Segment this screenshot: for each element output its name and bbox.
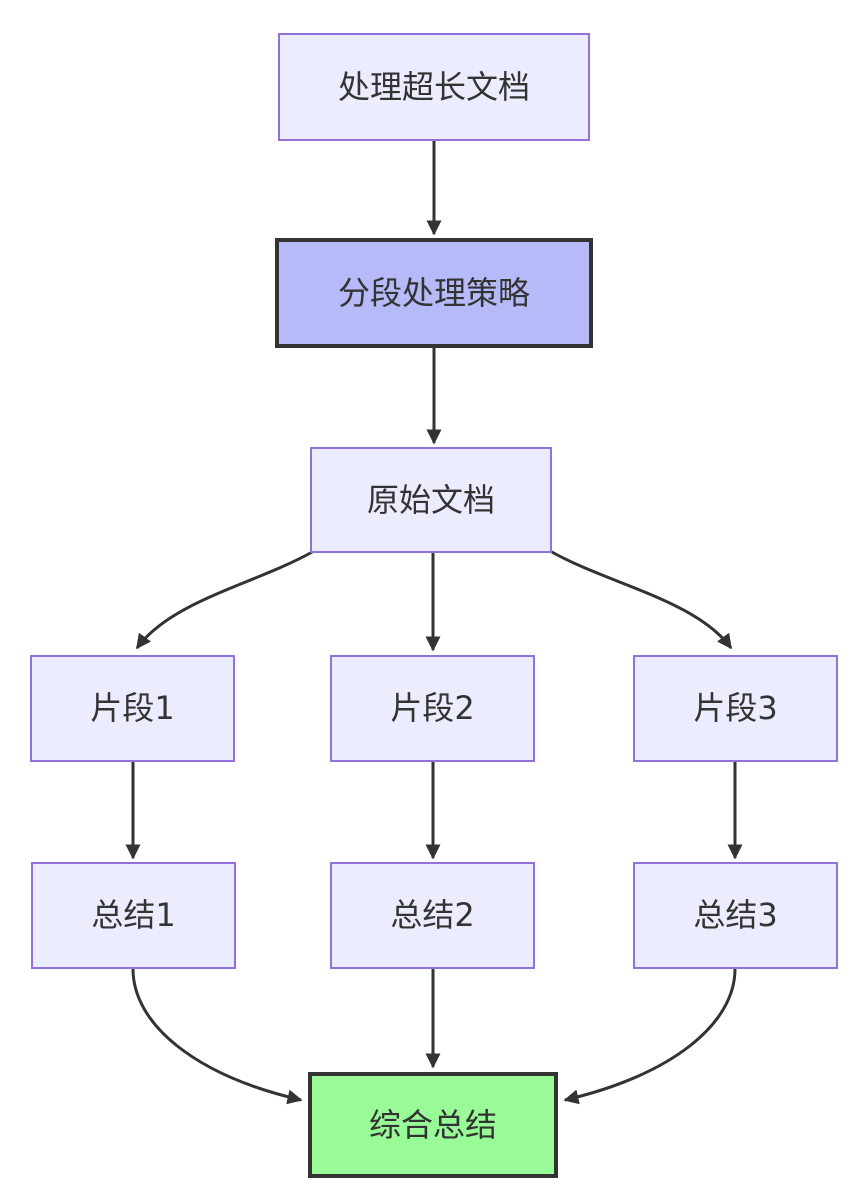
node-sum2: 总结2 [330, 862, 535, 969]
node-doc-label: 处理超长文档 [337, 67, 530, 106]
node-doc: 处理超长文档 [278, 33, 590, 141]
node-frag2: 片段2 [330, 655, 535, 762]
node-sum1-label: 总结1 [91, 896, 176, 935]
node-final-label: 综合总结 [368, 1105, 497, 1144]
node-frag1-label: 片段1 [90, 689, 175, 728]
node-original: 原始文档 [310, 447, 552, 553]
edge-sum3-final [563, 968, 737, 1105]
node-strategy-label: 分段处理策略 [337, 273, 530, 312]
node-frag3-label: 片段3 [693, 689, 778, 728]
edge-sum1-final [131, 968, 303, 1105]
node-frag3: 片段3 [633, 655, 838, 762]
node-sum2-label: 总结2 [390, 896, 475, 935]
node-sum3-label: 总结3 [693, 896, 778, 935]
node-sum1: 总结1 [31, 862, 236, 969]
node-sum3: 总结3 [633, 862, 838, 969]
edge-original-frag3 [549, 549, 733, 650]
node-strategy: 分段处理策略 [275, 238, 593, 348]
node-frag2-label: 片段2 [390, 689, 475, 728]
node-original-label: 原始文档 [366, 480, 495, 519]
node-frag1: 片段1 [30, 655, 235, 762]
node-final: 综合总结 [308, 1072, 558, 1178]
edge-original-frag1 [135, 549, 315, 650]
